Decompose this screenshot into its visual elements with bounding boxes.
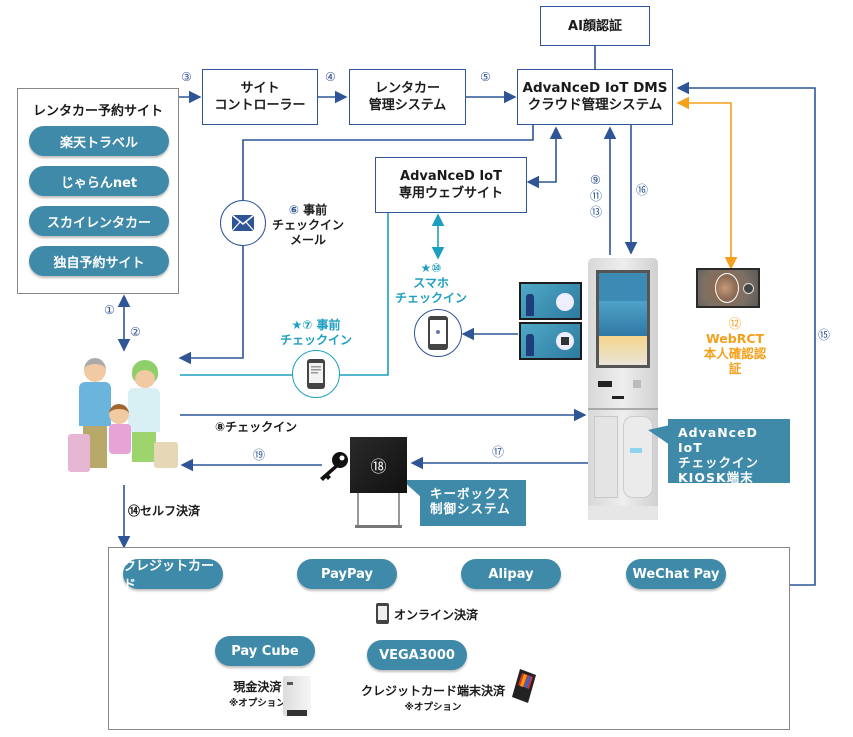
web-dms-link	[526, 126, 563, 189]
keybox-callout: キーボックス 制御システム	[420, 480, 526, 526]
tablet-screen-bottom	[519, 322, 582, 360]
step-16: ⑯	[636, 183, 649, 197]
step-19: ⑲	[253, 448, 266, 462]
keybox-cabinet: ⑱	[350, 437, 407, 493]
smartphone-icon	[428, 316, 448, 350]
cash-payment-label: 現金決済 ※オプション	[229, 678, 286, 709]
label-line: チェックイン	[280, 333, 353, 347]
label-line: メール	[290, 233, 327, 247]
step-3: ③	[181, 70, 192, 84]
step-8-label: ⑧チェックイン	[215, 420, 298, 434]
label-line: WebRCT	[705, 331, 765, 346]
label-line: ★⑦ 事前	[291, 318, 341, 332]
web-site-box: AdvaNceD IoT 専用ウェブサイト	[375, 157, 527, 213]
arrow-15	[676, 81, 816, 586]
tablet-screen-top	[519, 282, 582, 320]
option-note: ※オプション	[404, 702, 462, 713]
site-own[interactable]: 独自予約サイト	[29, 246, 169, 276]
cash-payment-desc: 現金決済	[233, 680, 282, 694]
family-illustration	[66, 358, 181, 480]
step-6: ⑥	[288, 203, 299, 217]
ai-face-auth-label: AI顔認証	[568, 18, 622, 34]
mail-circle	[220, 200, 266, 246]
box-line: コントローラー	[214, 98, 306, 113]
site-controller-box: サイト コントローラー	[202, 69, 318, 125]
label-line: 本人確認認証	[703, 346, 767, 376]
pre-checkin-phone-circle	[292, 350, 340, 398]
step-13: ⑬	[590, 205, 603, 219]
ai-face-auth-box: AI顔認証	[540, 6, 650, 46]
kiosk-terminal	[588, 258, 658, 520]
keybox-stand	[355, 493, 402, 528]
step-1: ①	[104, 303, 115, 317]
label-line: 事前	[303, 203, 328, 217]
webrct-face-photo	[696, 268, 760, 308]
step-14-label: ⑭セルフ決済	[128, 504, 201, 518]
site-jalan[interactable]: じゃらんnet	[29, 166, 169, 196]
smartphone-icon	[307, 359, 325, 389]
arrow-12	[676, 96, 738, 270]
step-7-label: ★⑦ 事前 チェックイン	[280, 318, 352, 348]
step-5: ⑤	[480, 70, 491, 84]
step-9: ⑨	[590, 173, 601, 187]
step-4: ④	[325, 70, 336, 84]
pay-alipay[interactable]: Alipay	[461, 559, 561, 589]
payment-box: クレジットカード PayPay Alipay WeChat Pay オンライン決…	[108, 547, 790, 730]
pay-wechat[interactable]: WeChat Pay	[626, 559, 726, 589]
pay-credit-card[interactable]: クレジットカード	[123, 559, 223, 593]
pay-vega3000[interactable]: VEGA3000	[367, 640, 467, 670]
box-line: サイト	[240, 81, 280, 96]
envelope-icon	[232, 215, 254, 231]
key-icon	[320, 452, 348, 481]
step-2: ②	[130, 325, 141, 339]
phone-payment-icon	[376, 603, 389, 624]
card-terminal-icon	[512, 669, 536, 703]
box-line: レンタカー	[374, 81, 440, 96]
pay-paypay[interactable]: PayPay	[297, 559, 397, 589]
callout-line: KIOSK端末	[678, 470, 754, 485]
smartphone-checkin-circle	[414, 309, 462, 357]
dms-cloud-box: AdvaNceD IoT DMS クラウド管理システム	[517, 69, 673, 125]
step-10-label: ★⑩ スマホ チェックイン	[395, 261, 467, 306]
box-line: 管理システム	[368, 98, 447, 113]
option-note: ※オプション	[229, 698, 286, 709]
site-sky-rentacar[interactable]: スカイレンタカー	[29, 206, 169, 236]
callout-line: 制御システム	[430, 501, 511, 516]
pay-cube[interactable]: Pay Cube	[215, 636, 315, 666]
reservation-title: レンタカー予約サイト	[32, 104, 163, 119]
step-18: ⑱	[370, 457, 387, 476]
rental-mgmt-box: レンタカー 管理システム	[349, 69, 466, 125]
arrow-7	[180, 190, 395, 376]
label-line: スマホ	[413, 276, 449, 290]
card-terminal-label: クレジットカード端末決済 ※オプション	[361, 682, 505, 713]
paycube-machine	[283, 676, 311, 716]
callout-line: AdvaNceD IoT	[678, 425, 758, 455]
keybox-callout-pointer	[402, 480, 422, 498]
box-line: AdvaNceD IoT	[400, 169, 502, 184]
online-payment-label: オンライン決済	[394, 608, 479, 622]
box-line: AdvaNceD IoT DMS	[522, 80, 668, 96]
label-line: チェックイン	[395, 291, 468, 305]
site-rakuten[interactable]: 楽天トラベル	[29, 126, 169, 156]
step-12-label: ⑫ WebRCT 本人確認認証	[700, 316, 770, 376]
step-12: ⑫	[728, 316, 742, 331]
label-line: チェックイン	[272, 218, 345, 232]
label-line: ★⑩	[420, 261, 442, 275]
step-9-11-13: ⑨ ⑪ ⑬	[590, 172, 602, 220]
kiosk-screen	[596, 270, 650, 368]
card-terminal-desc: クレジットカード端末決済	[361, 684, 506, 698]
step-6-label: ⑥ 事前 チェックイン メール	[272, 203, 344, 248]
box-line: クラウド管理システム	[527, 97, 663, 113]
box-line: 専用ウェブサイト	[398, 186, 503, 201]
callout-line: キーボックス	[430, 486, 511, 501]
kiosk-callout: AdvaNceD IoT チェックイン KIOSK端末	[668, 419, 790, 485]
step-17: ⑰	[492, 445, 505, 459]
reservation-sites-box: レンタカー予約サイト 楽天トラベル じゃらんnet スカイレンタカー 独自予約サ…	[17, 88, 179, 294]
kiosk-callout-pointer	[648, 425, 670, 445]
step-11: ⑪	[590, 189, 603, 203]
step-15: ⑮	[818, 328, 831, 342]
callout-line: チェックイン	[678, 455, 760, 470]
